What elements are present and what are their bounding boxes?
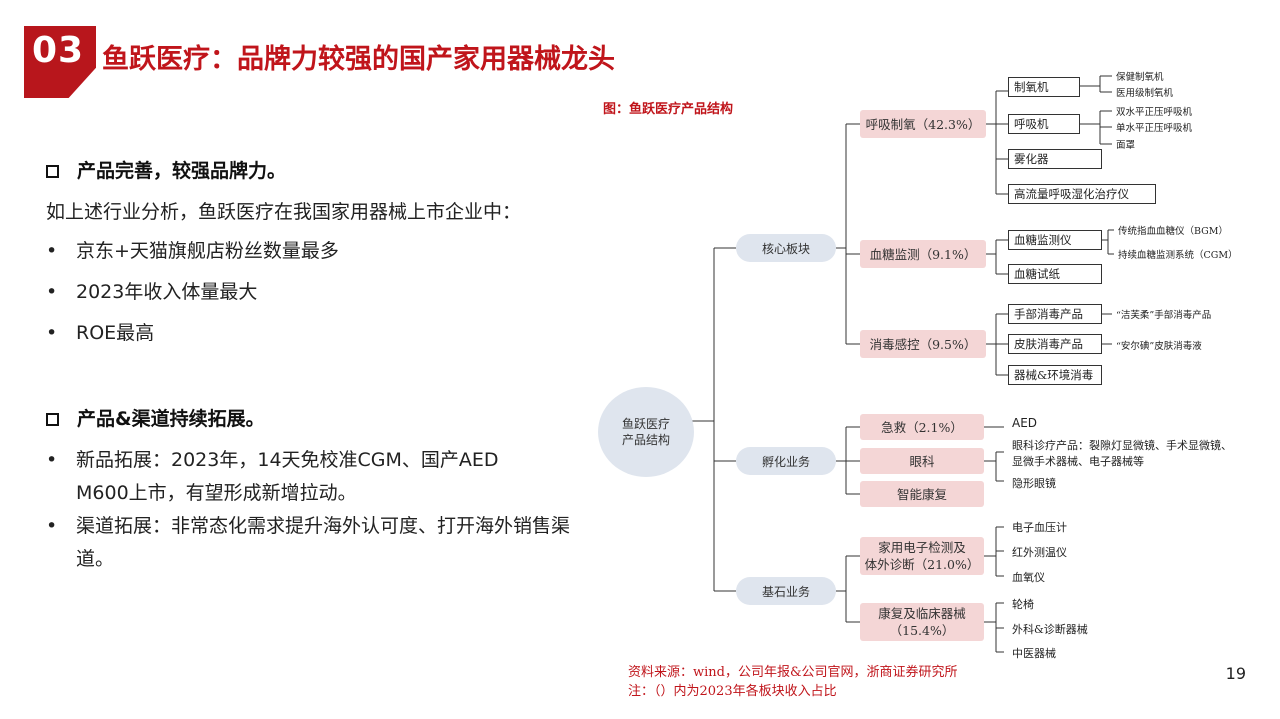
product-box: 血糖试纸 — [1008, 264, 1102, 284]
segment-core: 核心板块 — [736, 234, 836, 262]
product-box: 手部消毒产品 — [1008, 304, 1102, 324]
list-item: •ROE最高 — [46, 322, 155, 344]
product-label: AED — [1012, 416, 1038, 430]
product-box: 器械&环境消毒 — [1008, 365, 1102, 385]
category-emergency: 急救（2.1%） — [860, 414, 984, 440]
product-label: 红外测温仪 — [1012, 546, 1067, 559]
category-ophthalmology: 眼科 — [860, 448, 984, 474]
product-box: 雾化器 — [1008, 149, 1102, 169]
footnote: 注：（）内为2023年各板块收入占比 — [628, 684, 837, 699]
product-label: 中医器械 — [1012, 647, 1056, 660]
product-label: 持续血糖监测系统（CGM） — [1118, 250, 1238, 261]
root-node: 鱼跃医疗产品结构 — [598, 387, 694, 477]
figure-title: 图：鱼跃医疗产品结构 — [603, 102, 734, 117]
heading-product: 产品完善，较强品牌力。 — [46, 156, 286, 183]
section-number: 03 — [32, 30, 85, 71]
heading-channel: 产品&渠道持续拓展。 — [46, 404, 265, 431]
category-respiratory: 呼吸制氧（42.3%） — [860, 110, 986, 138]
product-box: 高流量呼吸湿化治疗仪 — [1008, 184, 1156, 204]
product-label: 双水平正压呼吸机 — [1116, 107, 1193, 118]
product-label: “安尔碘”皮肤消毒液 — [1116, 341, 1202, 352]
segment-incubation: 孵化业务 — [736, 447, 836, 475]
product-label: 外科&诊断器械 — [1012, 623, 1088, 636]
list-item: •新品拓展：2023年，14天免校准CGM、国产AED M600上市，有望形成新… — [46, 449, 499, 504]
page-number: 19 — [1225, 664, 1246, 683]
list-item: •京东+天猫旗舰店粉丝数量最多 — [46, 240, 339, 262]
product-label: 电子血压计 — [1012, 521, 1067, 534]
category-home-test: 家用电子检测及体外诊断（21.0%） — [860, 537, 984, 575]
product-label: 保健制氧机 — [1116, 72, 1164, 83]
category-rehab: 康复及临床器械（15.4%） — [860, 603, 984, 641]
square-bullet-icon — [46, 165, 59, 178]
product-box: 皮肤消毒产品 — [1008, 334, 1102, 354]
list-item: •渠道拓展：非常态化需求提升海外认可度、打开海外销售渠道。 — [46, 515, 571, 570]
intro-text: 如上述行业分析，鱼跃医疗在我国家用器械上市企业中： — [46, 201, 522, 223]
product-box: 血糖监测仪 — [1008, 230, 1102, 250]
heading-channel-text: 产品&渠道持续拓展。 — [77, 408, 265, 430]
heading-product-text: 产品完善，较强品牌力。 — [77, 160, 287, 182]
product-label: “洁芙柔”手部消毒产品 — [1116, 310, 1212, 321]
category-smart-rehab: 智能康复 — [860, 481, 984, 507]
page-title: 鱼跃医疗：品牌力较强的国产家用器械龙头 — [102, 44, 615, 75]
product-label: 显微手术器械、电子器械等 — [1012, 455, 1144, 468]
product-label: 传统指血血糖仪（BGM） — [1118, 226, 1228, 237]
product-label: 隐形眼镜 — [1012, 477, 1056, 490]
product-box: 制氧机 — [1008, 77, 1080, 97]
product-label: 眼科诊疗产品：裂隙灯显微镜、手术显微镜、 — [1012, 439, 1232, 452]
product-label: 血氧仪 — [1012, 571, 1045, 584]
product-label: 轮椅 — [1012, 598, 1034, 611]
product-label: 面罩 — [1116, 140, 1136, 151]
list-item: •2023年收入体量最大 — [46, 281, 258, 303]
category-glucose: 血糖监测（9.1%） — [860, 240, 986, 268]
source-note: 资料来源：wind，公司年报&公司官网，浙商证券研究所 — [628, 665, 958, 680]
category-infection: 消毒感控（9.5%） — [860, 330, 986, 358]
segment-foundation: 基石业务 — [736, 577, 836, 605]
square-bullet-icon — [46, 413, 59, 426]
product-label: 单水平正压呼吸机 — [1116, 123, 1193, 134]
product-label: 医用级制氧机 — [1116, 88, 1174, 99]
product-box: 呼吸机 — [1008, 114, 1080, 134]
